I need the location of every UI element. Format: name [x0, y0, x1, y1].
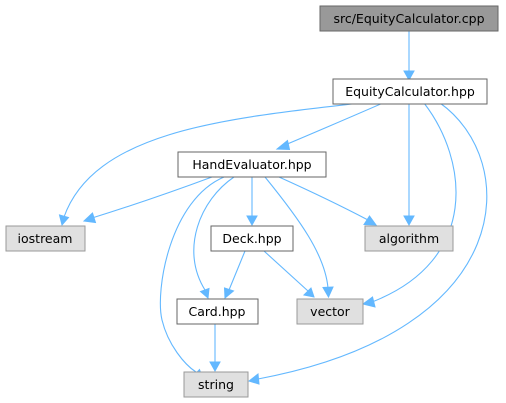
node-string[interactable]: string	[183, 371, 249, 398]
node-algorithm[interactable]: algorithm	[364, 225, 454, 252]
edge-hand-evaluator-hpp-to-iostream	[82, 176, 213, 224]
node-label-card-hpp: Card.hpp	[188, 304, 245, 319]
edge-hand-evaluator-hpp-to-vector	[264, 176, 334, 299]
graph-nodes: src/EquityCalculator.cpp EquityCalculato…	[5, 5, 499, 398]
edge-deck-hpp-to-card-hpp	[223, 250, 246, 300]
edge-equity-calculator-hpp-to-hand-evaluator-hpp	[275, 102, 384, 151]
edge-src-equity-calculator-cpp-to-equity-calculator-hpp	[403, 31, 415, 82]
node-equity-calculator-hpp[interactable]: EquityCalculator.hpp	[332, 78, 488, 105]
node-deck-hpp[interactable]: Deck.hpp	[210, 225, 294, 252]
node-label-src-equity-calculator-cpp: src/EquityCalculator.cpp	[333, 11, 484, 26]
edge-hand-evaluator-hpp-to-card-hpp	[193, 176, 235, 300]
edge-equity-calculator-hpp-to-string	[247, 102, 488, 385]
node-iostream[interactable]: iostream	[5, 225, 86, 252]
edge-hand-evaluator-hpp-to-algorithm	[278, 176, 378, 226]
edge-card-hpp-to-string	[209, 324, 221, 373]
edge-deck-hpp-to-vector	[263, 250, 315, 298]
node-label-equity-calculator-hpp: EquityCalculator.hpp	[345, 84, 475, 99]
node-label-string: string	[198, 377, 234, 392]
node-vector[interactable]: vector	[296, 298, 364, 325]
node-src-equity-calculator-cpp[interactable]: src/EquityCalculator.cpp	[319, 5, 499, 32]
edge-hand-evaluator-hpp-to-deck-hpp	[246, 177, 258, 227]
node-label-hand-evaluator-hpp: HandEvaluator.hpp	[192, 157, 311, 172]
edge-equity-calculator-hpp-to-iostream	[58, 102, 362, 227]
node-label-iostream: iostream	[18, 231, 73, 246]
node-label-algorithm: algorithm	[379, 231, 439, 246]
edge-equity-calculator-hpp-to-algorithm	[403, 103, 415, 227]
node-card-hpp[interactable]: Card.hpp	[176, 298, 259, 325]
node-label-vector: vector	[310, 304, 351, 319]
node-hand-evaluator-hpp[interactable]: HandEvaluator.hpp	[177, 151, 327, 178]
graph-edges	[58, 31, 488, 385]
edge-equity-calculator-hpp-to-vector	[361, 102, 457, 308]
node-label-deck-hpp: Deck.hpp	[222, 231, 281, 246]
